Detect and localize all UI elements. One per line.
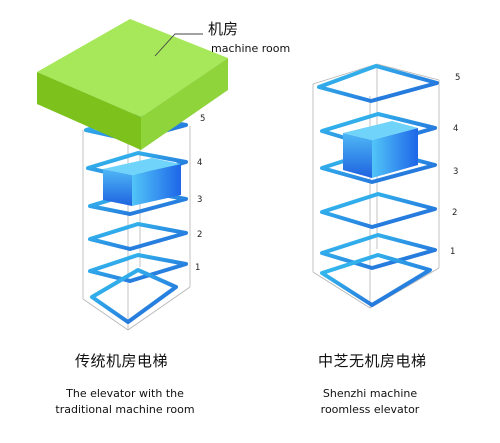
- right-caption-line-1: Shenzhi machine: [322, 387, 418, 400]
- right-floor-labels: 5 4 3 2 1: [450, 73, 460, 257]
- right-elevator-car: [343, 121, 418, 178]
- right-floor-rings: [317, 64, 439, 307]
- left-ring-0: [90, 268, 178, 324]
- right-floor-label-4: 4: [453, 124, 458, 134]
- left-floor-label-3: 3: [197, 195, 202, 205]
- left-caption-line-2: traditional machine room: [55, 403, 195, 416]
- left-caption-line-1: The elevator with the: [66, 387, 184, 400]
- right-floor-label-2: 2: [452, 208, 457, 218]
- left-floor-label-4: 4: [197, 158, 202, 168]
- left-floor-labels: 5 4 3 2 1: [195, 114, 205, 273]
- right-floor-label-5: 5: [455, 73, 460, 83]
- left-floor-label-5: 5: [200, 114, 205, 124]
- left-caption-en: The elevator with the traditional machin…: [40, 386, 210, 418]
- right-title-cn: 中芝无机房电梯: [318, 352, 427, 370]
- right-ring-5: [317, 64, 439, 103]
- left-ring-2: [88, 222, 188, 251]
- left-floor-label-2: 2: [197, 230, 202, 240]
- left-floor-label-1: 1: [195, 263, 200, 273]
- machine-room-block: [37, 19, 228, 150]
- machine-room-pointer-line: [154, 33, 203, 57]
- right-ring-2: [320, 192, 437, 229]
- left-title-cn: 传统机房电梯: [75, 352, 169, 370]
- machine-room-label-en: machine room: [211, 42, 291, 55]
- left-elevator-car: [103, 158, 181, 206]
- left-ring-1: [88, 253, 188, 283]
- right-ring-1: [320, 233, 437, 270]
- right-floor-label-3: 3: [453, 167, 458, 177]
- right-ring-0: [320, 253, 432, 307]
- right-caption-en: Shenzhi machine roomless elevator: [300, 386, 440, 418]
- right-caption-line-2: roomless elevator: [320, 403, 420, 416]
- right-floor-label-1: 1: [450, 247, 455, 257]
- machine-room-label-cn: 机房: [208, 20, 239, 38]
